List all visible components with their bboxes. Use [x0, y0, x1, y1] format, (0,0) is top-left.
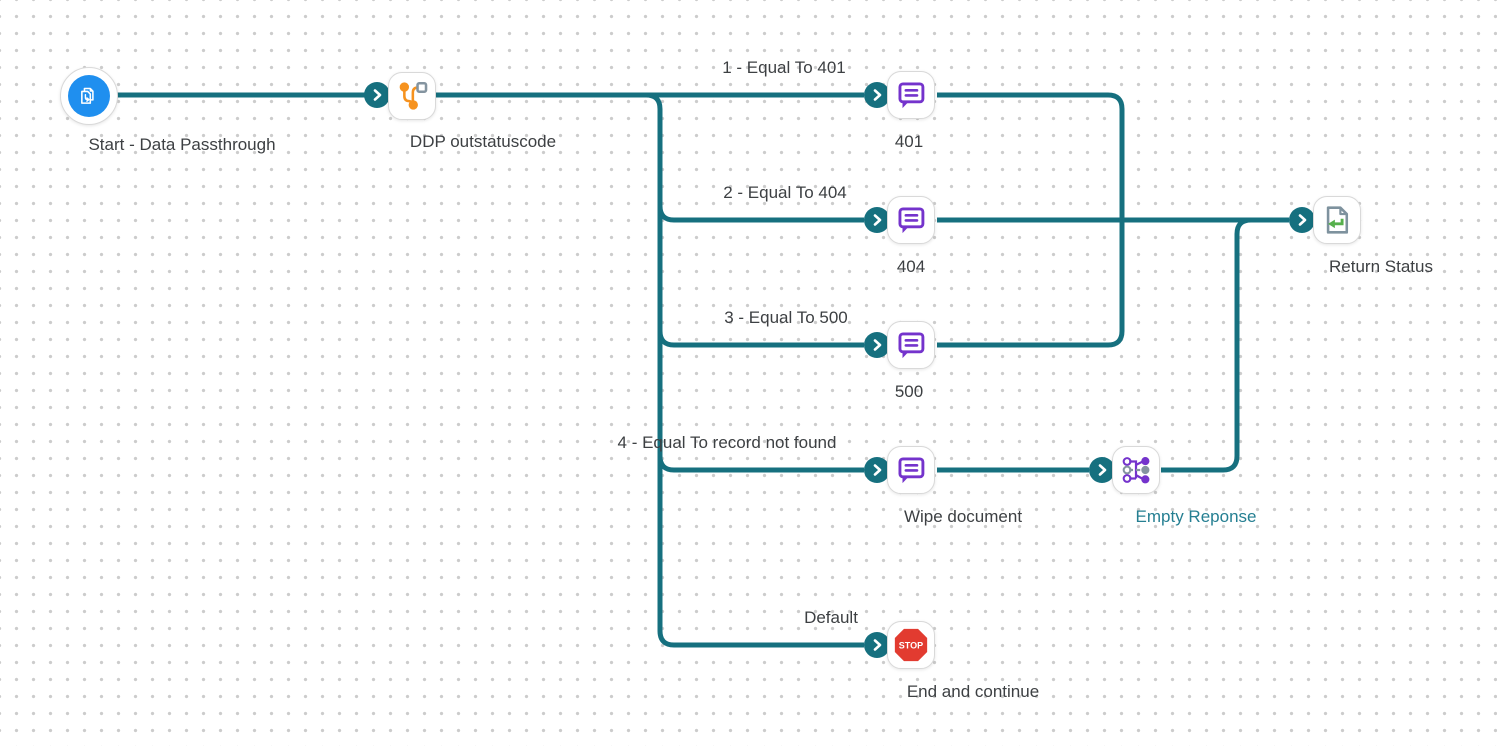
message-icon [898, 457, 925, 484]
branch-label-4: 4 - Equal To record not found [617, 433, 837, 452]
message-icon [898, 82, 925, 109]
node-label-end-and-continue: End and continue [906, 682, 1040, 701]
connector-trunk-to-default[interactable] [645, 92, 864, 648]
connector-branch-404[interactable] [657, 205, 864, 223]
branch-label-default: Default [804, 608, 858, 627]
arrow-endpoint-icon[interactable] [364, 82, 390, 108]
connector-500-out[interactable] [937, 220, 1125, 348]
arrow-endpoint-icon[interactable] [864, 457, 890, 483]
node-label-500: 500 [894, 382, 924, 401]
branch-label-1: 1 - Equal To 401 [722, 58, 846, 77]
node-label-404: 404 [896, 257, 926, 276]
node-label-start: Start - Data Passthrough [88, 135, 276, 154]
node-label-ddp: DDP outstatuscode [409, 132, 557, 151]
message-icon [898, 332, 925, 359]
node-start[interactable] [60, 67, 118, 125]
node-end-and-continue[interactable]: STOP [887, 621, 935, 669]
node-message-500[interactable] [887, 321, 935, 369]
arrow-endpoint-icon[interactable] [864, 82, 890, 108]
node-map-empty-response[interactable] [1112, 446, 1160, 494]
message-icon [898, 207, 925, 234]
arrow-endpoint-icon[interactable] [864, 632, 890, 658]
node-label-return-status: Return Status [1329, 257, 1433, 276]
node-message-401[interactable] [887, 71, 935, 119]
arrow-endpoint-icon[interactable] [1289, 207, 1315, 233]
branch-label-2: 2 - Equal To 404 [723, 183, 847, 202]
connector-branch-500[interactable] [657, 330, 864, 348]
map-icon [1122, 456, 1150, 484]
node-ddp-outstatuscode[interactable] [388, 72, 436, 120]
stop-icon: STOP [894, 628, 928, 662]
node-label-empty-response: Empty Reponse [1135, 507, 1257, 526]
svg-text:STOP: STOP [899, 640, 923, 650]
connector-401-out[interactable] [937, 92, 1125, 220]
node-return-status[interactable] [1313, 196, 1361, 244]
branch-icon [399, 81, 428, 110]
node-label-401: 401 [894, 132, 924, 151]
connector-empty-to-return[interactable] [1161, 217, 1262, 473]
data-passthrough-start-icon [68, 75, 110, 117]
return-document-icon [1326, 206, 1349, 234]
branch-label-3: 3 - Equal To 500 [724, 308, 848, 327]
connector-branch-record-not-found[interactable] [657, 455, 864, 473]
arrow-endpoint-icon[interactable] [1089, 457, 1115, 483]
node-message-wipe-document[interactable] [887, 446, 935, 494]
arrow-endpoint-icon[interactable] [864, 207, 890, 233]
arrow-endpoint-icon[interactable] [864, 332, 890, 358]
node-message-404[interactable] [887, 196, 935, 244]
node-label-wipe-document: Wipe document [903, 507, 1023, 526]
